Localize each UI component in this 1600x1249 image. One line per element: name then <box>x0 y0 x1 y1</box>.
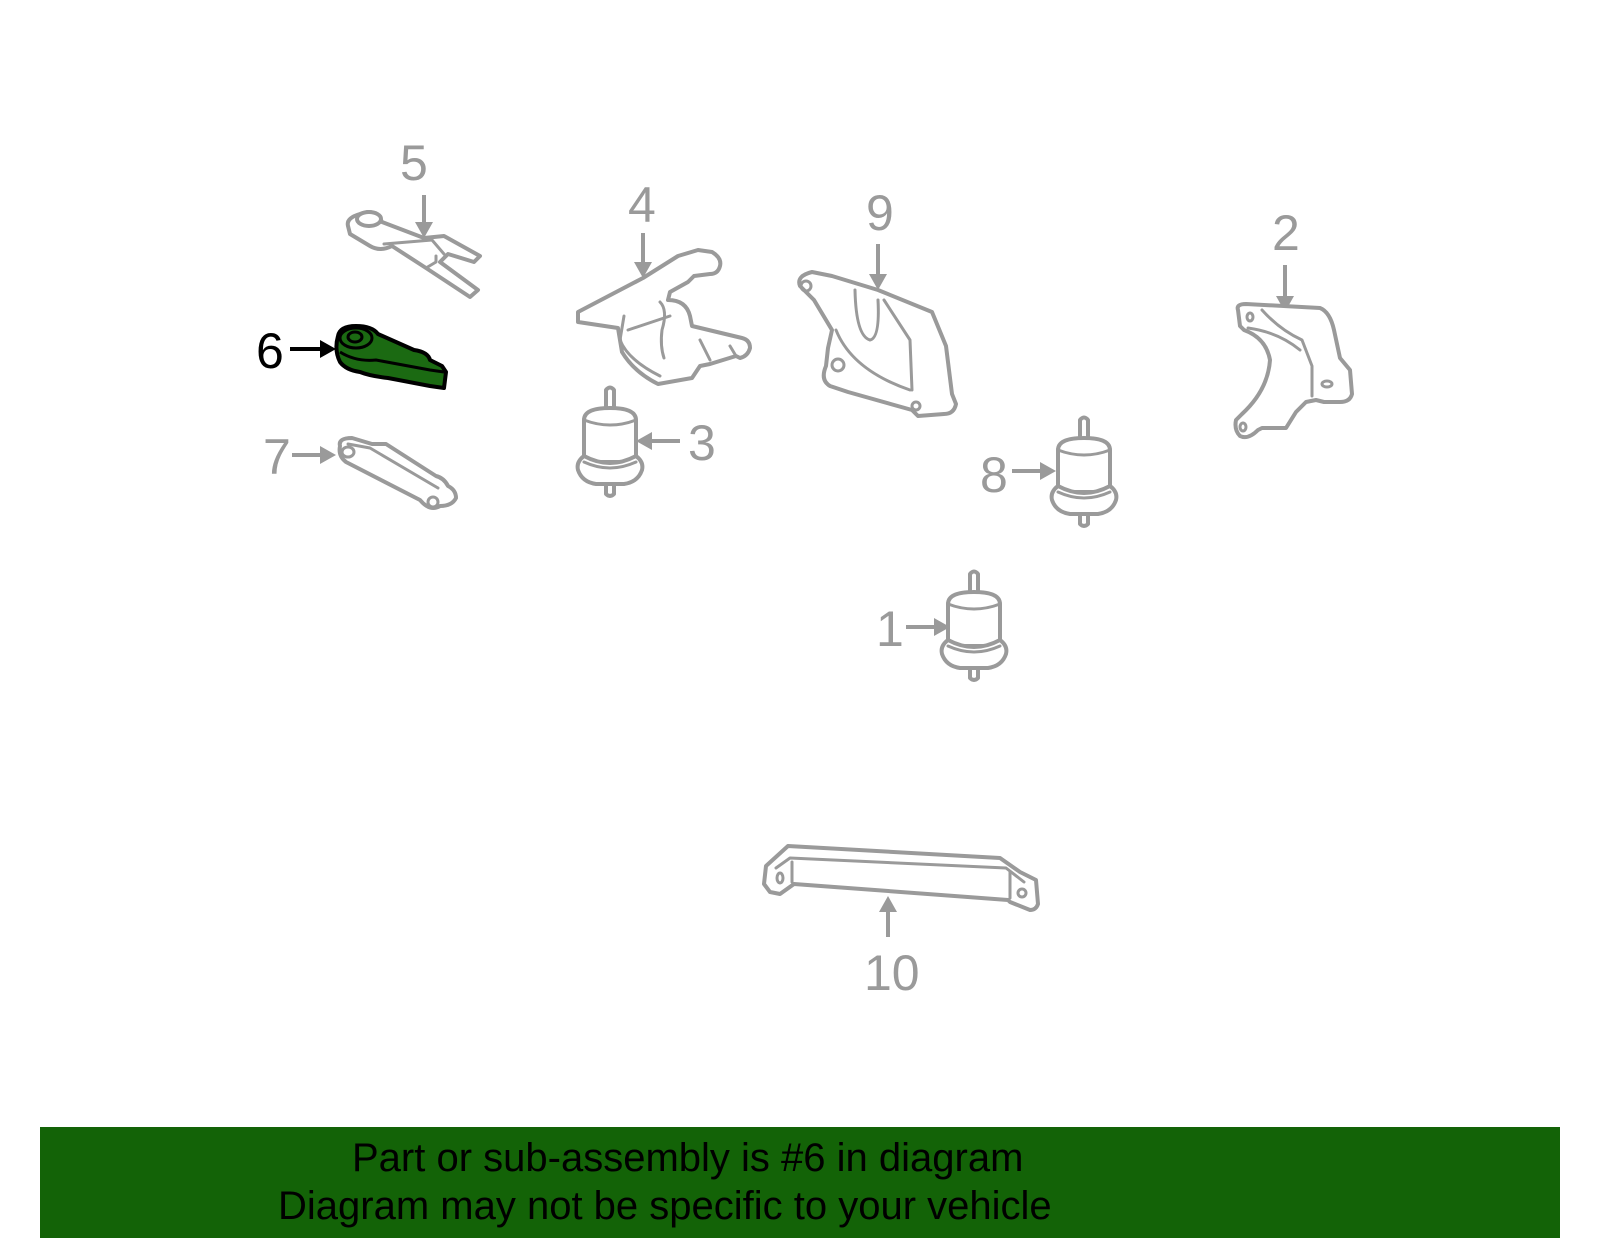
part-4-mount-bracket[interactable] <box>576 248 752 386</box>
callout-label-8: 8 <box>980 447 1008 503</box>
callout-label-4: 4 <box>628 177 656 233</box>
part-7-torque-strut[interactable] <box>337 436 458 510</box>
callout-8[interactable]: 8 <box>980 415 1119 528</box>
callout-label-7: 7 <box>263 429 291 485</box>
callout-label-9: 9 <box>866 185 894 241</box>
banner-part-notice: Part or sub-assembly is #6 in diagram <box>352 1136 1024 1180</box>
callout-7[interactable]: 7 <box>263 429 458 510</box>
part-5-bracket[interactable] <box>345 210 482 299</box>
callout-1[interactable]: 1 <box>876 569 1009 682</box>
callout-3[interactable]: 3 <box>575 385 716 498</box>
callout-4[interactable]: 4 <box>576 177 752 386</box>
callout-label-1: 1 <box>876 601 904 657</box>
callout-6[interactable]: 6 <box>256 323 448 390</box>
part-10-crossmember[interactable] <box>762 844 1040 912</box>
part-1-engine-mount[interactable] <box>939 569 1009 682</box>
part-2-mount-bracket[interactable] <box>1233 302 1354 440</box>
part-3-engine-mount[interactable] <box>575 385 645 498</box>
callout-label-10: 10 <box>864 945 920 1001</box>
part-9-mount-bracket[interactable] <box>797 270 958 418</box>
banner-disclaimer: Diagram may not be specific to your vehi… <box>278 1184 1052 1228</box>
callout-5[interactable]: 5 <box>345 135 482 299</box>
callout-label-5: 5 <box>400 135 428 191</box>
callout-2[interactable]: 2 <box>1233 205 1354 440</box>
callout-label-2: 2 <box>1272 205 1300 261</box>
info-banner: Part or sub-assembly is #6 in diagram Di… <box>40 1127 1560 1238</box>
callout-10[interactable]: 10 <box>762 844 1040 1001</box>
callout-9[interactable]: 9 <box>797 185 958 418</box>
part-6-torque-strut-highlighted[interactable] <box>334 324 448 390</box>
callout-label-3: 3 <box>688 415 716 471</box>
callout-label-6: 6 <box>256 323 284 379</box>
part-8-engine-mount[interactable] <box>1049 415 1119 528</box>
